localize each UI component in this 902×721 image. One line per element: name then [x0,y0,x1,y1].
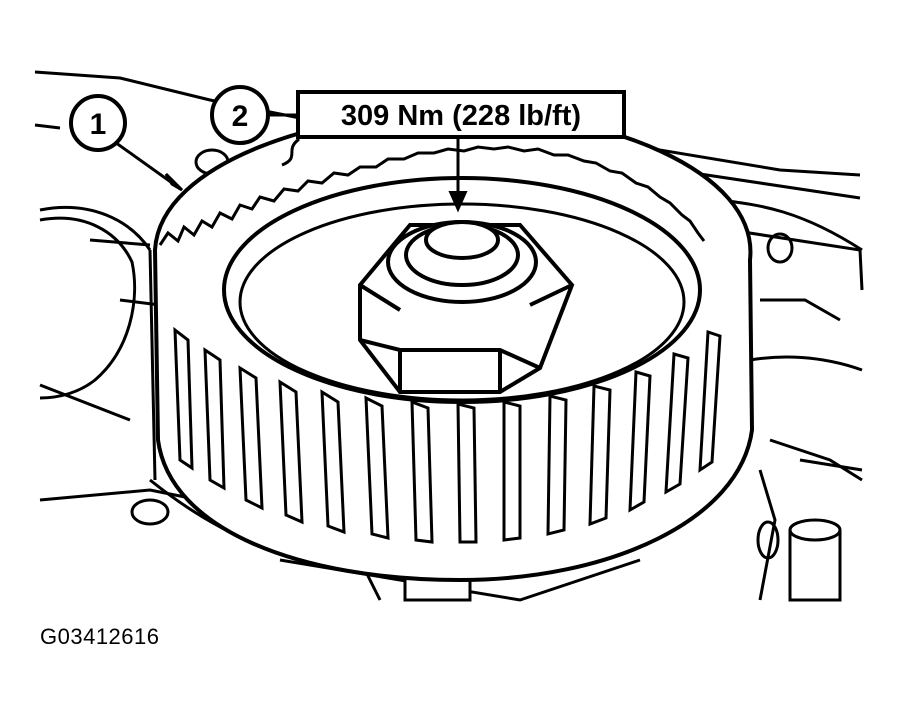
torque-spec-box: 309 Nm (228 lb/ft) [296,90,626,139]
gear-top-teeth [158,145,706,246]
torque-spec-frame [296,90,626,139]
leader-1 [111,138,176,187]
nut-front-face [359,338,541,392]
callout-2-number: 2 [232,100,249,133]
gear-side-teeth [173,326,722,544]
callout-1-number: 1 [90,108,107,141]
nut-top-edge [358,283,573,312]
leader-2 [270,113,300,167]
callout-2: 2 [210,85,270,145]
callout-1-circle [69,94,127,152]
leader-lines [111,113,460,198]
callout-2-circle [210,85,270,145]
callout-1: 1 [69,94,127,152]
leader-1-arrow-head [164,172,184,192]
figure-code: G03412616 [40,624,160,649]
torque-spec-label: 309 Nm (228 lb/ft) [341,100,581,132]
hex-nut [358,220,575,394]
shaft-end [424,220,500,260]
gear-recess-outer [222,176,702,404]
spec-arrow-head [448,191,468,213]
gear-recess-inner [238,202,686,402]
